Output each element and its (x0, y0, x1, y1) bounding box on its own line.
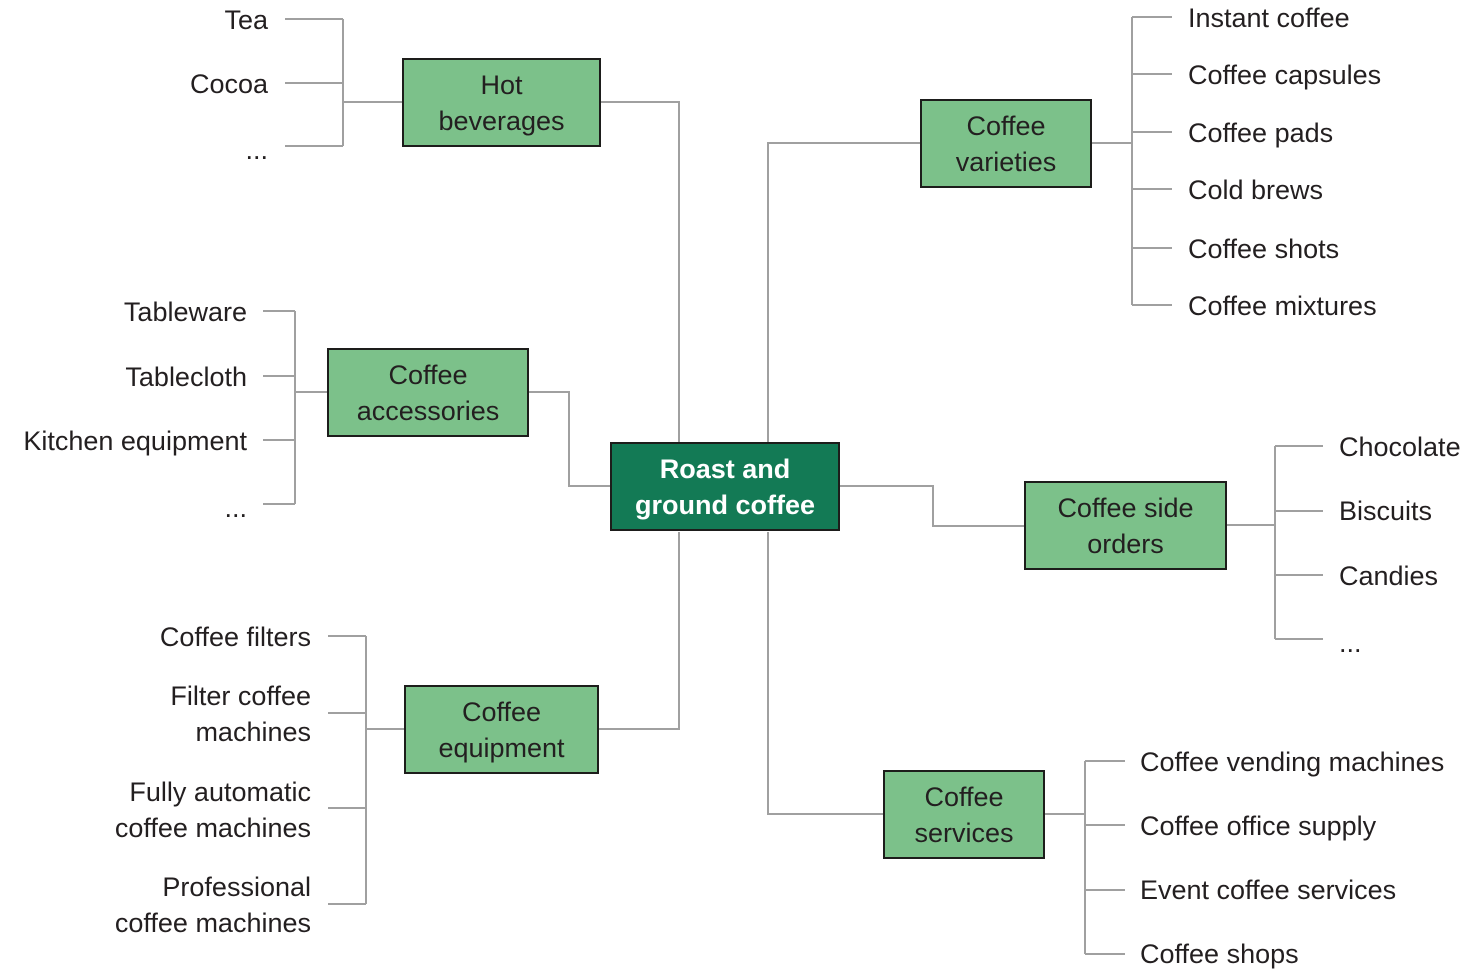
category-coffee-side-orders: Coffee side orders (1024, 481, 1227, 570)
leaf-coffee-shops: Coffee shops (1140, 939, 1299, 969)
connector-root-hot-beverages (600, 101, 680, 442)
leaf-coffee-filters: Coffee filters (159, 622, 311, 652)
connector-root-coffee-services (767, 532, 884, 815)
leaf-coffee-office-supply: Coffee office supply (1140, 811, 1377, 841)
bracket-coffee-equipment (328, 635, 404, 905)
category-coffee-services: Coffee services (883, 770, 1045, 859)
category-hot-beverages: Hot beverages (402, 58, 601, 147)
leaf-chocolate: Chocolate (1339, 432, 1461, 462)
leaf-tea: Tea (224, 5, 268, 35)
root-node: Roast and ground coffee (610, 442, 840, 531)
bracket-coffee-varieties (1092, 16, 1172, 306)
category-coffee-varieties: Coffee varieties (920, 99, 1092, 188)
leaf-tableware: Tableware (123, 297, 247, 327)
leaf-cold-brews: Cold brews (1188, 175, 1324, 205)
connector-root-coffee-accessories (528, 391, 610, 487)
leaf-coffee-capsules: Coffee capsules (1188, 60, 1382, 90)
leaf-kitchen-equipment: Kitchen equipment (23, 426, 247, 456)
leaf-hot-beverages-more: ... (245, 135, 268, 165)
bracket-coffee-side-orders (1227, 445, 1323, 640)
leaf-instant-coffee: Instant coffee (1188, 3, 1350, 33)
leaf-event-coffee-services: Event coffee services (1140, 875, 1397, 905)
leaf-coffee-shots: Coffee shots (1188, 234, 1340, 264)
leaf-coffee-mixtures: Coffee mixtures (1188, 291, 1377, 321)
leaf-candies: Candies (1339, 561, 1439, 591)
bracket-coffee-accessories (263, 310, 327, 505)
leaf-biscuits: Biscuits (1339, 496, 1433, 526)
leaf-coffee-side-orders-more: ... (1339, 628, 1362, 658)
connector-root-coffee-equipment (598, 532, 680, 730)
leaf-filter-coffee-machines: Filter coffee machines (170, 681, 311, 747)
leaf-tablecloth: Tablecloth (125, 362, 247, 392)
category-coffee-equipment: Coffee equipment (404, 685, 599, 774)
category-coffee-accessories: Coffee accessories (327, 348, 529, 437)
leaf-coffee-vending-machines: Coffee vending machines (1140, 747, 1445, 777)
bracket-coffee-services (1045, 760, 1125, 955)
leaf-coffee-pads: Coffee pads (1188, 118, 1334, 148)
bracket-hot-beverages (285, 18, 402, 147)
leaf-coffee-accessories-more: ... (224, 493, 247, 523)
leaf-fully-automatic-coffee-machines: Fully automatic coffee machines (114, 777, 311, 843)
connector-root-coffee-varieties (767, 142, 921, 442)
leaf-cocoa: Cocoa (189, 69, 268, 99)
connector-root-coffee-side-orders (840, 485, 1025, 527)
leaf-professional-coffee-machines: Professional coffee machines (114, 872, 311, 938)
